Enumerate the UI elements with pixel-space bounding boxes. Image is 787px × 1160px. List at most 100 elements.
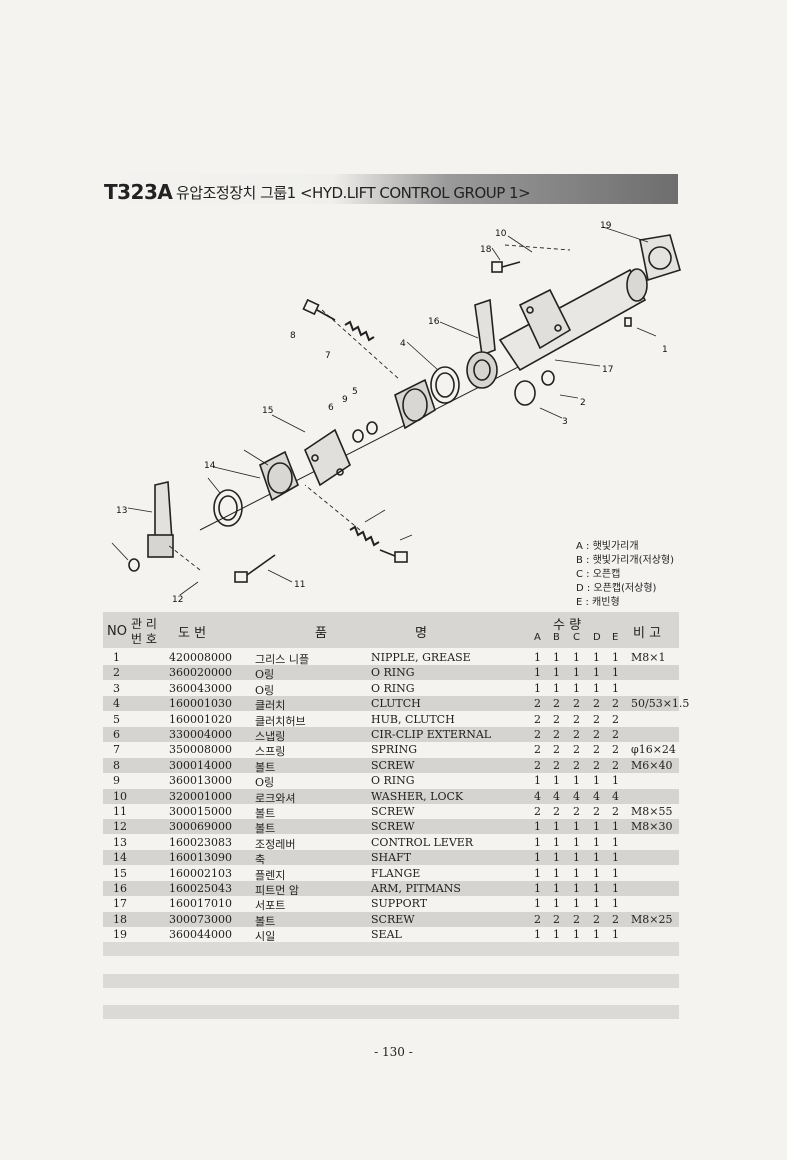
row-english-name: SCREW [371,758,415,772]
title-bar [102,174,678,204]
row-qty: 1 [553,820,560,834]
row-drawing-number: 160002103 [169,866,232,880]
row-no: 8 [113,758,120,772]
row-qty: 1 [553,681,560,695]
row-english-name: O RING [371,681,415,695]
row-qty: 2 [593,758,600,772]
header-name-left: 품 [315,626,327,641]
row-qty: 2 [593,697,600,711]
row-english-name: HUB, CLUTCH [371,712,455,726]
header-name-right: 명 [415,626,427,641]
row-qty: 1 [573,866,580,880]
row-qty: 4 [612,789,619,803]
callout-16: 16 [428,317,440,327]
row-qty: 2 [593,805,600,818]
row-drawing-number: 360043000 [169,681,232,695]
row-no: 3 [113,681,120,695]
callout-1: 1 [662,345,668,355]
row-drawing-number: 300073000 [169,912,232,926]
exploded-parts-diagram: 1 2 3 4 5 6 7 8 10 12 13 14 15 16 17 18 … [111,221,681,605]
row-qty: 1 [534,820,541,834]
row-qty: 2 [612,743,619,757]
row-no: 2 [113,666,120,680]
row-qty: 1 [573,928,580,942]
row-english-name: SPRING [371,743,417,757]
row-qty: 1 [593,928,600,942]
row-qty: 1 [573,666,580,680]
row-qty: 1 [534,851,541,865]
row-english-name: CLUTCH [371,697,421,711]
row-qty: 2 [553,712,560,726]
row-qty: 1 [573,820,580,834]
row-remark: M8×30 [631,820,673,834]
row-no: 7 [113,743,120,757]
row-qty: 1 [593,651,600,664]
callout-18: 18 [480,245,492,255]
legend-item: B : 햇빛가리개(저상형) [576,555,674,566]
header-qty-b: B [553,632,560,643]
row-korean-name: O링 [255,776,275,790]
row-drawing-number: 350008000 [169,743,232,757]
row-qty: 1 [612,897,619,911]
row-english-name: CIR-CLIP EXTERNAL [371,728,492,741]
row-qty: 2 [612,712,619,726]
row-qty: 1 [593,897,600,911]
legend-item: D : 오픈캡(저상형) [576,583,657,594]
row-remark: M6×40 [631,758,673,772]
row-qty: 1 [553,882,560,895]
row-korean-name: 볼트 [255,760,276,774]
header-mgmt-top: 관 리 [131,617,157,631]
row-english-name: WASHER, LOCK [371,789,464,803]
row-qty: 2 [612,758,619,772]
legend-item: E : 캐빈형 [576,597,620,608]
row-qty: 1 [553,851,560,865]
row-english-name: NIPPLE, GREASE [371,651,471,664]
row-qty: 1 [553,774,560,788]
row-korean-name: 플렌지 [255,868,286,882]
row-qty: 1 [612,666,619,680]
row-qty: 1 [612,928,619,942]
callout-11: 11 [294,580,305,590]
row-no: 17 [113,897,127,911]
callout-19: 19 [600,221,612,231]
header-qty: 수 량 [553,618,582,633]
row-english-name: SUPPORT [371,897,428,911]
row-remark: M8×25 [631,912,673,926]
row-qty: 2 [553,728,560,741]
row-qty: 2 [573,743,580,757]
row-qty: 1 [612,651,619,664]
row-korean-name: O링 [255,668,275,682]
row-qty: 2 [553,743,560,757]
row-qty: 2 [593,743,600,757]
row-korean-name: 로크와셔 [255,791,296,805]
row-no: 10 [113,789,127,803]
callout-14: 14 [204,461,216,471]
row-qty: 2 [534,728,541,741]
row-qty: 4 [593,789,600,803]
section-code: T323A [104,180,173,204]
row-qty: 2 [612,912,619,926]
row-qty: 1 [573,835,580,849]
row-qty: 1 [553,897,560,911]
row-qty: 1 [612,820,619,834]
row-korean-name: 클러치 [255,699,286,713]
row-qty: 2 [593,712,600,726]
callout-10: 10 [495,229,507,239]
row-drawing-number: 160025043 [169,882,232,895]
row-no: 9 [113,774,120,788]
variant-legend: A : 햇빛가리개 B : 햇빛가리개(저상형) C : 오픈캡 D : 오픈캡… [576,540,674,610]
row-qty: 1 [534,666,541,680]
row-drawing-number: 300014000 [169,758,232,772]
row-korean-name: 피트먼 암 [255,884,299,897]
callout-9: 9 [342,395,348,405]
row-english-name: CONTROL LEVER [371,835,474,849]
row-qty: 1 [534,774,541,788]
row-qty: 1 [593,681,600,695]
row-english-name: O RING [371,774,415,788]
row-qty: 2 [573,912,580,926]
row-no: 12 [113,820,127,834]
row-qty: 1 [593,866,600,880]
row-drawing-number: 160023083 [169,835,232,849]
